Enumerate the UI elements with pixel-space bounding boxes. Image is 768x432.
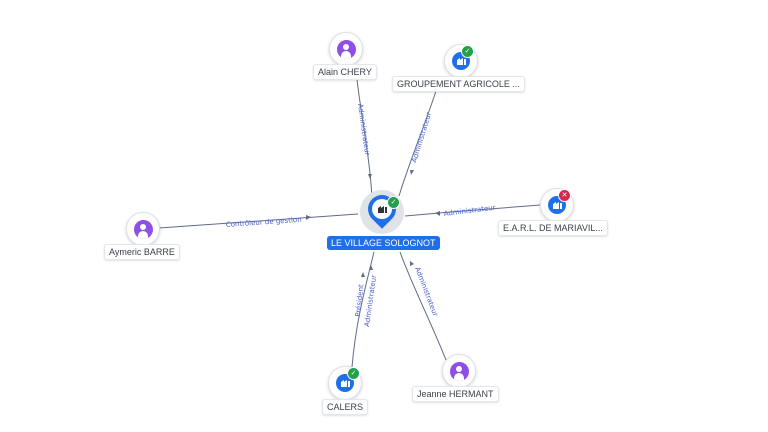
person-icon	[133, 219, 153, 239]
edge-label-earl: Administrateur	[443, 204, 496, 218]
node-label-calers[interactable]: CALERS	[322, 399, 369, 415]
node-circle[interactable]	[126, 212, 160, 246]
node-label-alain-chery[interactable]: Alain CHERY	[313, 64, 377, 80]
check-icon: ✓	[461, 45, 474, 58]
edge-aymeric-barre	[158, 213, 359, 229]
edge-label-calers-president: Président	[354, 284, 365, 318]
edge-alain-chery	[356, 79, 373, 199]
edge-arrow-icon	[361, 272, 365, 277]
node-label-jeanne-hermant[interactable]: Jeanne HERMANT	[412, 386, 499, 402]
edge-label-alain-chery: Administrateur	[356, 103, 371, 156]
edge-arrow-icon	[369, 265, 373, 270]
edge-jeanne-hermant	[399, 251, 447, 361]
node-circle[interactable]	[442, 354, 476, 388]
center-label[interactable]: LE VILLAGE SOLOGNOT	[327, 236, 440, 250]
edge-arrow-icon	[306, 215, 311, 220]
edge-label-calers-administrateur: Administrateur	[363, 274, 378, 327]
edge-label-jeanne-hermant: Administrateur	[413, 266, 439, 318]
node-label-earl-mariavil[interactable]: E.A.R.L. DE MARIAVIL...	[498, 220, 608, 236]
edge-label-aymeric-barre: Contrôleur de gestion	[226, 216, 302, 229]
edge-earl	[404, 204, 541, 217]
edge-arrow-icon	[435, 211, 440, 216]
cross-icon: ✕	[558, 189, 571, 202]
edge-groupement	[398, 87, 438, 197]
edge-label-groupement: Administrateur	[410, 111, 433, 163]
node-label-groupement-agricole[interactable]: GROUPEMENT AGRICOLE ...	[392, 76, 525, 92]
check-icon: ✓	[347, 367, 360, 380]
person-icon	[449, 361, 469, 381]
edge-calers	[351, 251, 375, 368]
edge-arrow-icon	[410, 170, 414, 175]
node-label-aymeric-barre[interactable]: Aymeric BARRE	[104, 244, 180, 260]
person-icon	[336, 39, 356, 59]
edge-arrow-icon	[368, 174, 372, 179]
edge-arrow-icon	[410, 261, 414, 266]
check-icon: ✓	[387, 196, 400, 209]
node-circle[interactable]	[329, 32, 363, 66]
